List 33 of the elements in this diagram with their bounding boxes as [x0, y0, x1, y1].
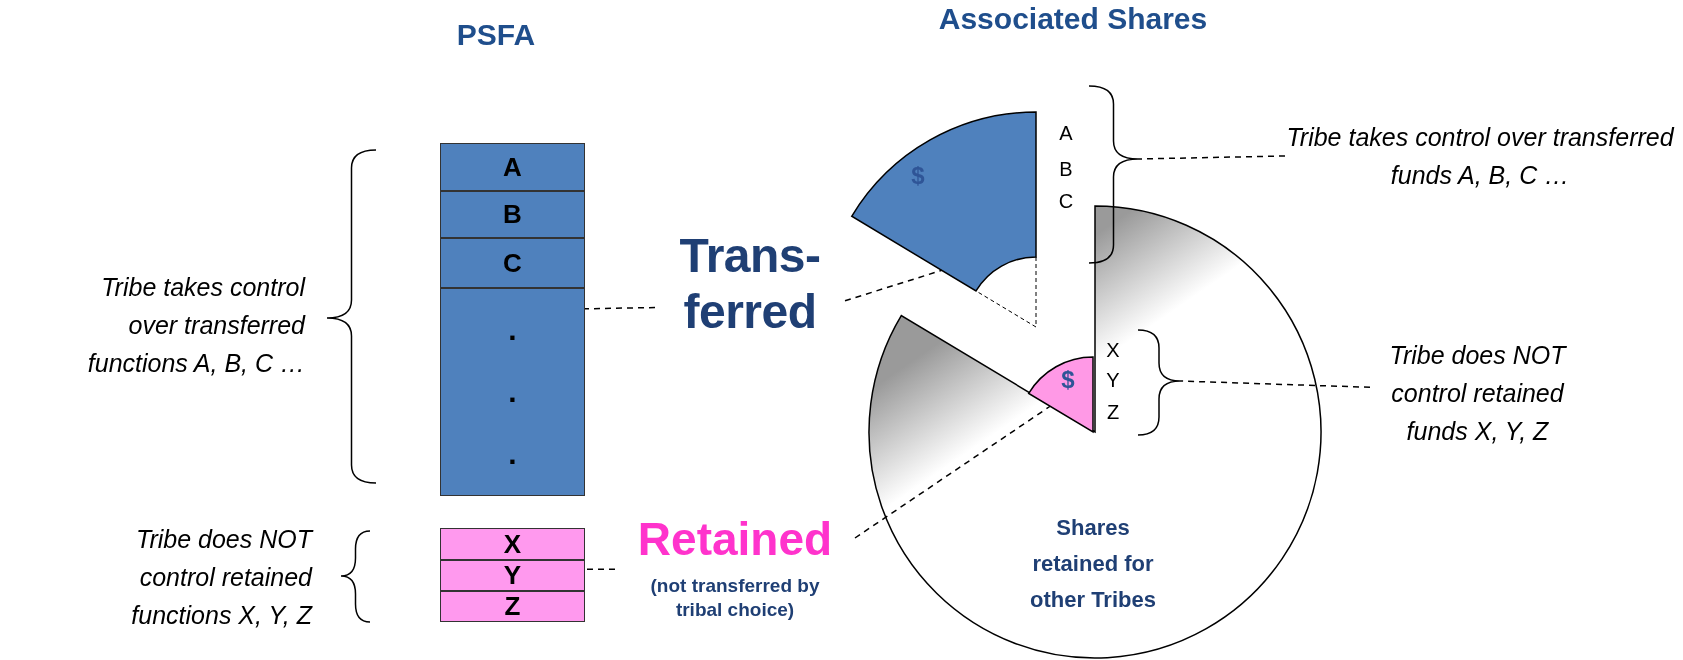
stack-segment: . . .	[440, 288, 585, 496]
slice-letter: B	[1058, 158, 1074, 181]
stack-segment: Y	[440, 560, 585, 591]
annotation-text: Tribe does NOT control retained funds X, Y, Z	[1370, 336, 1585, 450]
currency-symbol: $	[1060, 366, 1076, 394]
slice-letter: X	[1105, 339, 1121, 362]
slice-letter: Y	[1105, 369, 1121, 392]
callout-text: Trans- ferred	[655, 228, 845, 340]
slice-letter: A	[1058, 122, 1074, 145]
pie-label: Shares retained for other Tribes	[1029, 514, 1157, 614]
callout-text: Retained	[636, 512, 834, 566]
leader-line	[854, 405, 1051, 539]
curly-brace	[1088, 85, 1139, 264]
heading: Associated Shares	[937, 2, 1209, 36]
stack-segment: X	[440, 528, 585, 560]
leader-line	[1137, 155, 1286, 160]
stack-segment: C	[440, 238, 585, 288]
leader-line	[844, 269, 943, 302]
leader-line	[1179, 380, 1371, 389]
currency-symbol: $	[910, 162, 926, 190]
callout-subtext: (not transferred by tribal choice)	[649, 574, 821, 622]
stack-segment: A	[440, 143, 585, 191]
annotation-text: Tribe takes control over transferred functions A, B, C …	[86, 272, 305, 379]
stack-segment: Z	[440, 591, 585, 622]
slice-letter: Z	[1105, 401, 1121, 424]
leader-line	[584, 306, 656, 310]
curly-brace	[1137, 329, 1181, 436]
annotation-text: Tribe does NOT control retained functions X, Y, Z	[130, 524, 312, 631]
slice-letter: C	[1057, 190, 1075, 213]
heading: PSFA	[455, 18, 537, 52]
stack-segment: B	[440, 191, 585, 238]
annotation-text: Tribe takes control over transferred funds A, B, C …	[1285, 118, 1675, 194]
leader-line	[584, 568, 616, 571]
